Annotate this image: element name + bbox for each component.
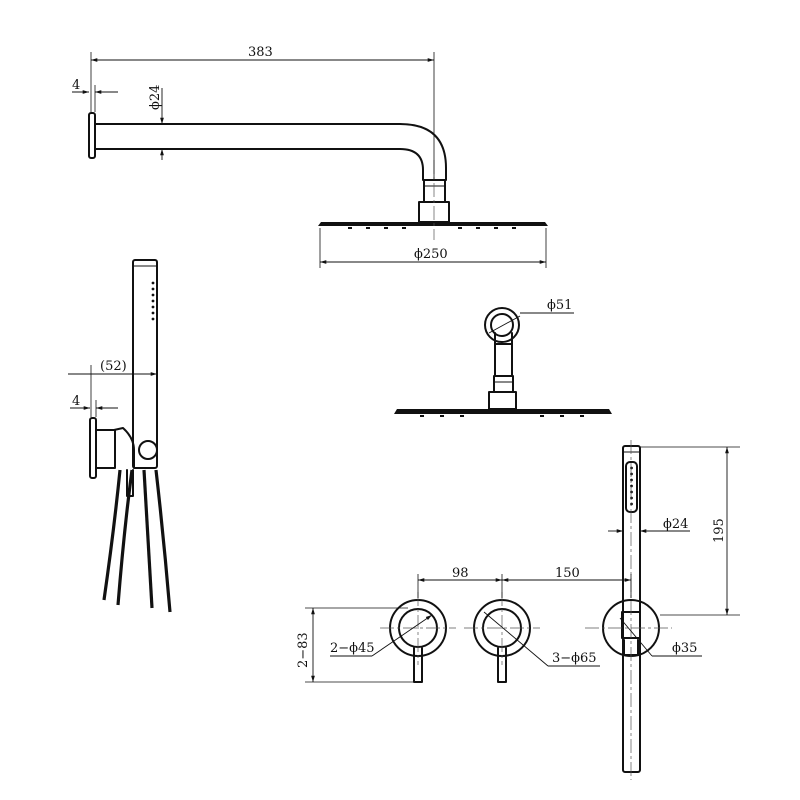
dimension-flange-top: 4	[72, 78, 118, 112]
dimension-valve-spacing: 98 150	[417, 566, 632, 598]
dimension-knob-diameter: 2−ϕ45	[330, 614, 433, 657]
dimension-cover-diameter: 3−ϕ65	[483, 611, 600, 667]
dimension-depth: 2−83	[296, 607, 414, 683]
holder-diameter-label: ϕ35	[672, 641, 697, 656]
mixer-valves-front-view	[380, 440, 672, 780]
hand-diameter-label: ϕ24	[663, 517, 688, 532]
dimension-handle-height: 195	[640, 446, 740, 616]
dimension-383: 383	[90, 45, 435, 180]
head-diameter-label: ϕ250	[414, 247, 448, 262]
dimension-hand-diameter: ϕ24	[608, 517, 690, 533]
spacing-150-label: 150	[555, 566, 580, 581]
dimension-arm-diameter: ϕ24	[96, 85, 168, 160]
dimension-head-diameter: ϕ250	[319, 228, 547, 268]
hand-shower-side-view	[89, 259, 172, 613]
depth-label: 2−83	[296, 632, 311, 668]
handshower-offset-label: (52)	[100, 359, 127, 374]
dimension-holder-diameter: ϕ35	[619, 617, 702, 657]
spacing-98-label: 98	[452, 566, 469, 581]
flange-thickness-side-label: 4	[72, 394, 80, 409]
knob-diameter-label: 2−ϕ45	[330, 641, 375, 656]
arm-length-label: 383	[248, 45, 273, 60]
wall-flange-diameter-label: ϕ51	[547, 298, 572, 313]
flange-thickness-top-label: 4	[72, 78, 80, 93]
handle-height-label: 195	[712, 518, 727, 543]
shower-arm-side-view	[88, 112, 548, 240]
cover-diameter-label: 3−ϕ65	[552, 651, 597, 666]
dimension-flange-side: 4	[70, 394, 118, 417]
arm-diameter-label: ϕ24	[148, 85, 163, 110]
shower-arm-front-view: ϕ51	[394, 298, 612, 417]
dimension-handshower-offset: (52)	[68, 359, 158, 417]
